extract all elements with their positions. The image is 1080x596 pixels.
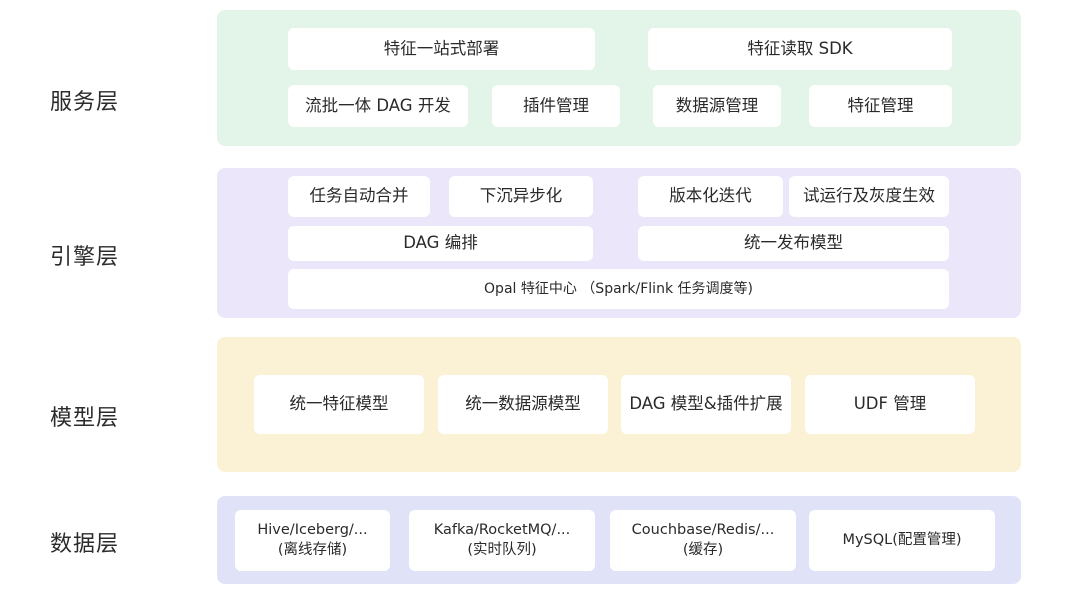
service-item: 特征管理 bbox=[809, 85, 952, 127]
engine-item: 试运行及灰度生效 bbox=[789, 176, 949, 217]
data-item: MySQL(配置管理) bbox=[809, 510, 995, 571]
engine-item: Opal 特征中心 （Spark/Flink 任务调度等) bbox=[288, 269, 949, 309]
engine-item: 统一发布模型 bbox=[638, 226, 949, 261]
data-item-note: (实时队列) bbox=[467, 541, 537, 558]
layer-label-service: 服务层 bbox=[50, 90, 120, 115]
data-item-note: (离线存储) bbox=[277, 541, 348, 558]
service-layer-panel: 特征一站式部署 特征读取 SDK 流批一体 DAG 开发 插件管理 数据源管理 … bbox=[217, 10, 1021, 146]
service-item: 特征一站式部署 bbox=[288, 28, 595, 70]
service-item: 插件管理 bbox=[492, 85, 620, 127]
engine-item: 版本化迭代 bbox=[638, 176, 783, 217]
model-item: DAG 模型&插件扩展 bbox=[621, 375, 791, 434]
layer-label-engine: 引擎层 bbox=[50, 245, 120, 270]
layer-label-data: 数据层 bbox=[50, 532, 120, 557]
engine-item: 任务自动合并 bbox=[288, 176, 430, 217]
data-item: Couchbase/Redis/... (缓存) bbox=[610, 510, 796, 571]
engine-item: 下沉异步化 bbox=[449, 176, 593, 217]
data-item: Hive/Iceberg/... (离线存储) bbox=[235, 510, 390, 571]
engine-item: DAG 编排 bbox=[288, 226, 593, 261]
data-item-name: Hive/Iceberg/... bbox=[257, 521, 368, 538]
model-layer-panel: 统一特征模型 统一数据源模型 DAG 模型&插件扩展 UDF 管理 bbox=[217, 337, 1021, 472]
engine-layer-panel: 任务自动合并 下沉异步化 版本化迭代 试运行及灰度生效 DAG 编排 统一发布模… bbox=[217, 168, 1021, 318]
model-item: 统一数据源模型 bbox=[438, 375, 608, 434]
layer-label-model: 模型层 bbox=[50, 406, 120, 431]
service-item: 数据源管理 bbox=[653, 85, 781, 127]
data-item-note: (缓存) bbox=[682, 541, 724, 558]
service-item: 流批一体 DAG 开发 bbox=[288, 85, 468, 127]
data-item-name: MySQL(配置管理) bbox=[842, 531, 962, 548]
data-layer-panel: Hive/Iceberg/... (离线存储) Kafka/RocketMQ/.… bbox=[217, 496, 1021, 584]
model-item: 统一特征模型 bbox=[254, 375, 424, 434]
service-item: 特征读取 SDK bbox=[648, 28, 952, 70]
model-item: UDF 管理 bbox=[805, 375, 975, 434]
data-item-name: Kafka/RocketMQ/... bbox=[433, 521, 571, 538]
data-item: Kafka/RocketMQ/... (实时队列) bbox=[409, 510, 595, 571]
data-item-name: Couchbase/Redis/... bbox=[631, 521, 775, 538]
